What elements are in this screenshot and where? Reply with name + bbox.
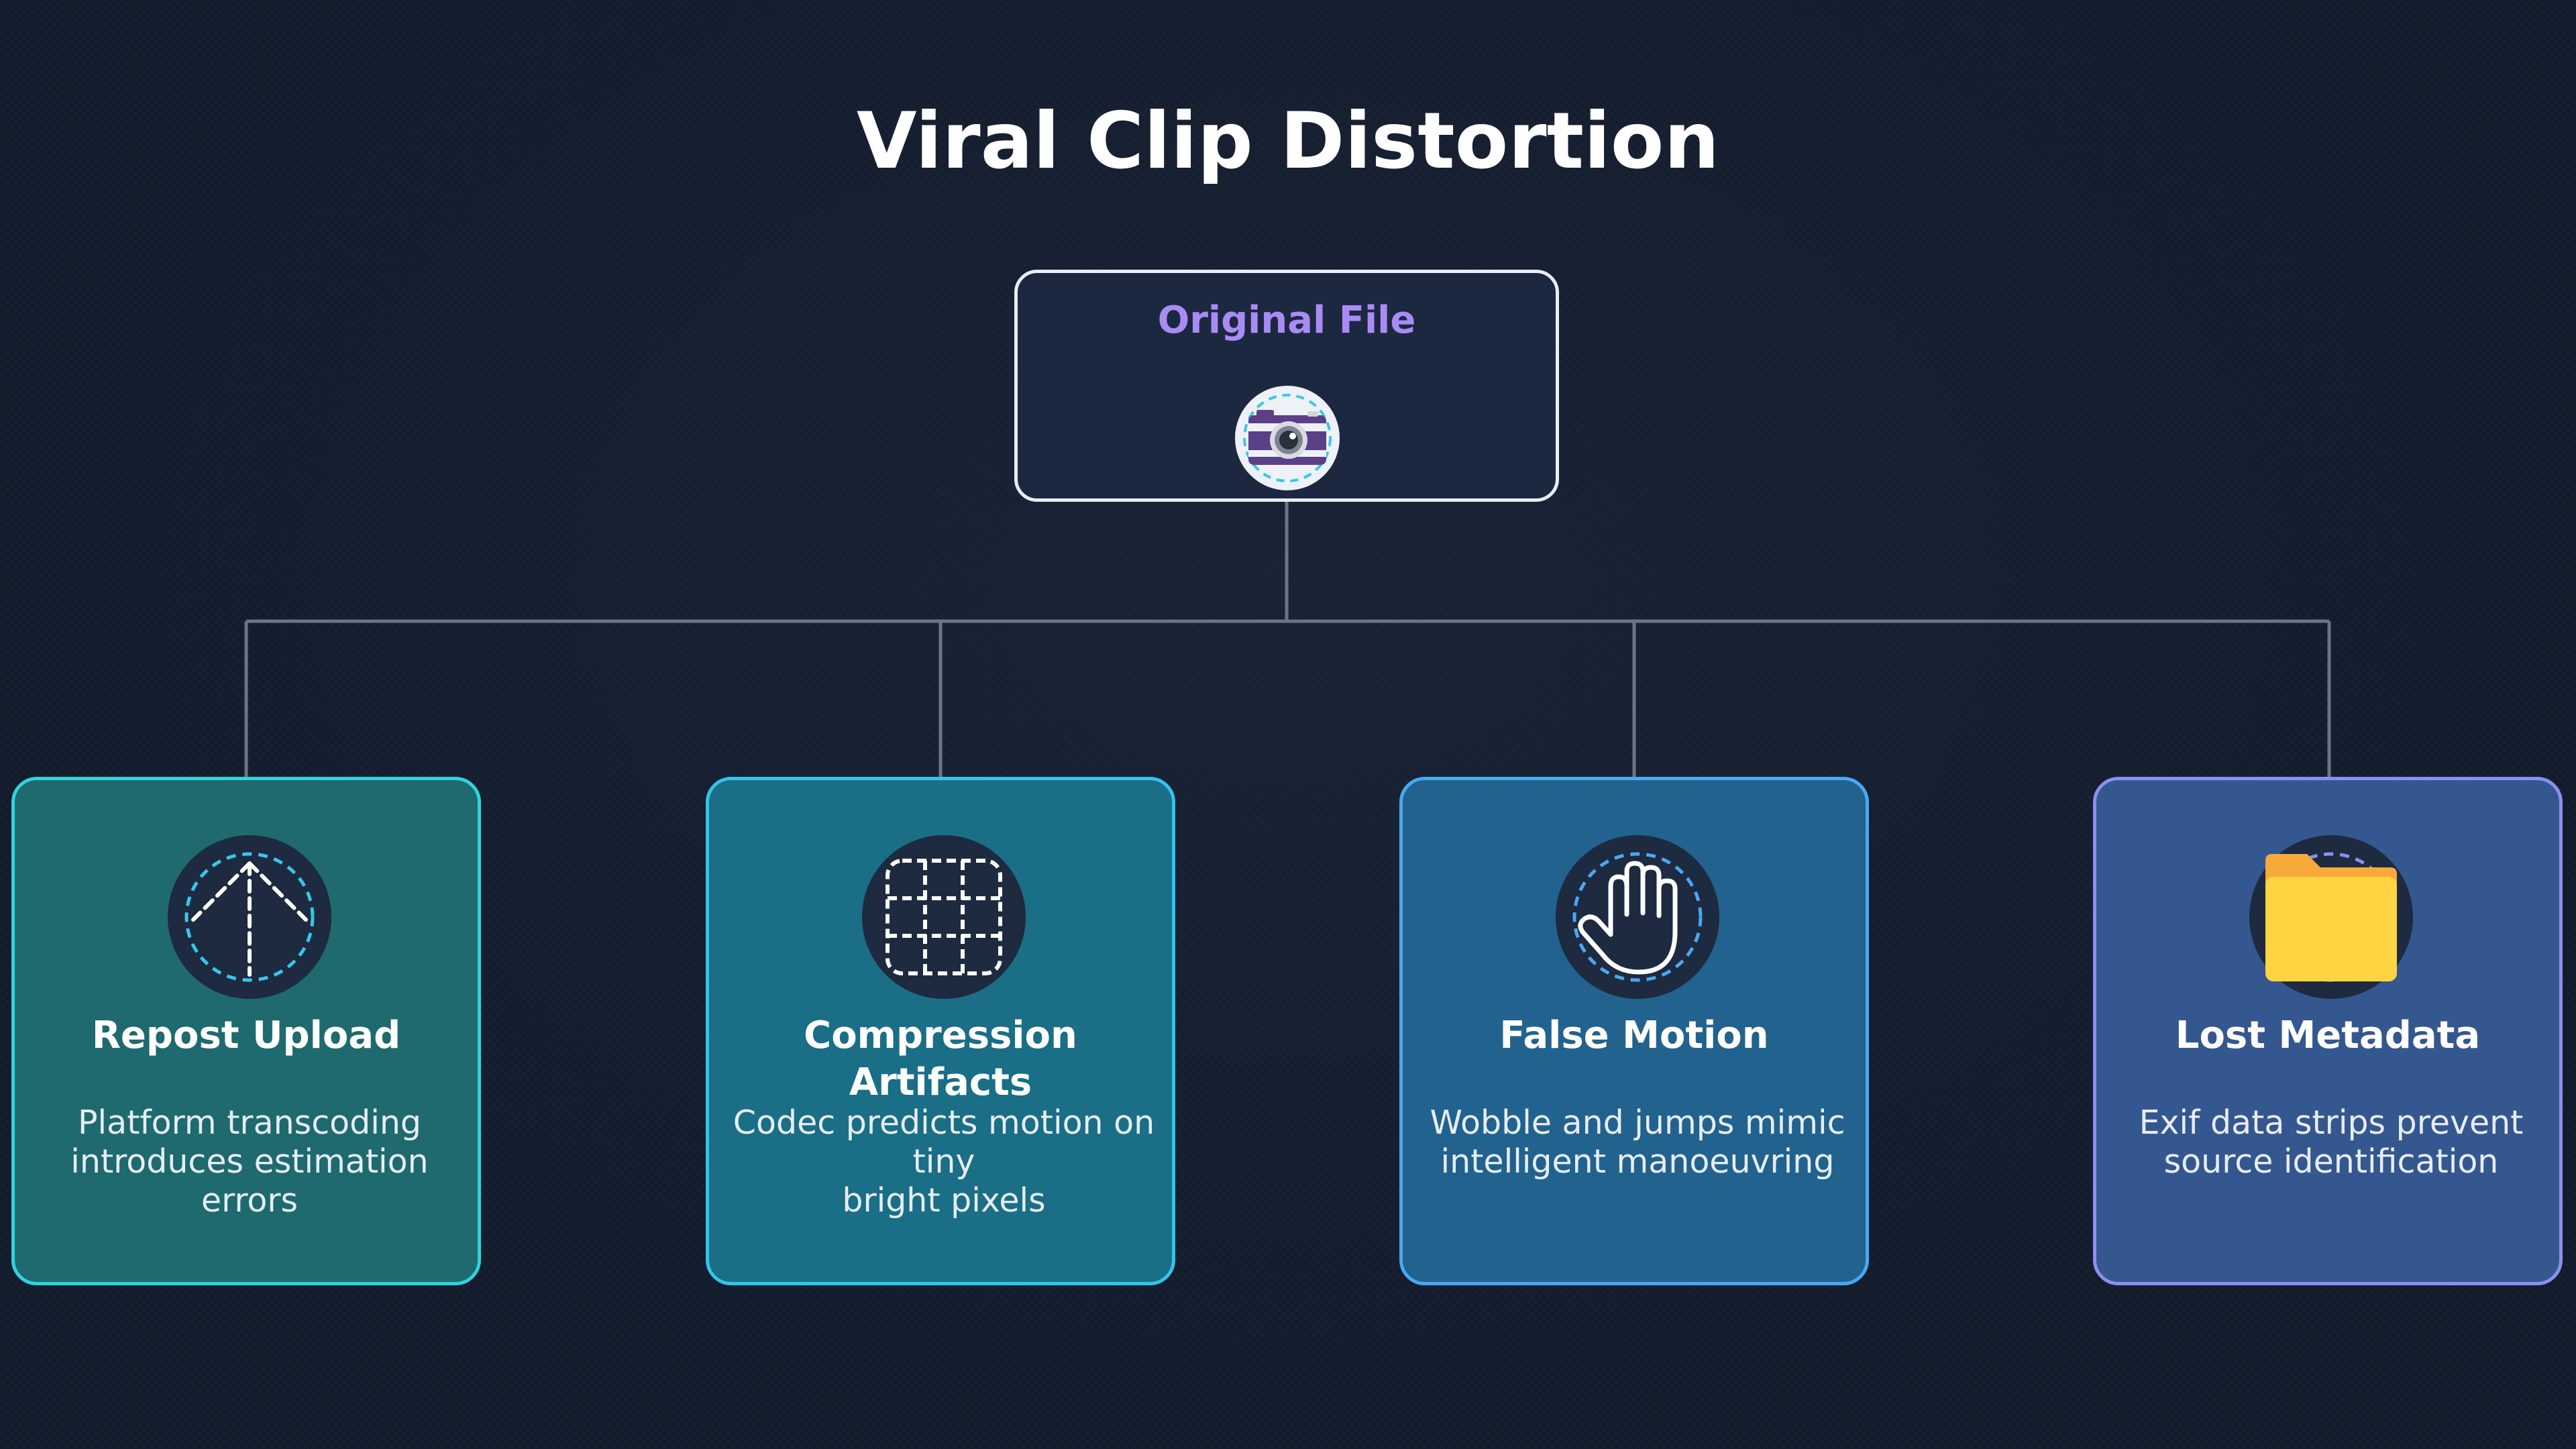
child-node-lost-metadata: Lost Metadata Exif data strips prevent s… [2093, 777, 2563, 1285]
child-node-title: Compression Artifacts [804, 1014, 1077, 1104]
child-node-title: Lost Metadata [2175, 1014, 2481, 1057]
description-line: intelligent manoeuvring [1440, 1142, 1835, 1181]
description-line: source identification [2163, 1142, 2499, 1181]
child-node-title: Repost Upload [91, 1014, 401, 1057]
folder-icon [2249, 835, 2413, 999]
child-node-description: Exif data strips prevent source identifi… [2103, 1104, 2559, 1181]
hand-icon [1556, 835, 1719, 999]
diagram-title: Viral Clip Distortion [856, 96, 1720, 186]
child-node-repost-upload: Repost Upload Platform transcoding intro… [11, 777, 481, 1285]
child-node-description: Wobble and jumps mimic intelligent manoe… [1409, 1104, 1866, 1181]
camera-icon [1235, 386, 1340, 490]
root-node-original-file: Original File [1014, 270, 1559, 502]
child-node-description: Platform transcoding introduces estimati… [21, 1104, 478, 1220]
description-line: Wobble and jumps mimic [1430, 1104, 1845, 1142]
grid-icon [862, 835, 1026, 999]
child-node-title: False Motion [1499, 1014, 1769, 1057]
child-node-false-motion: False Motion Wobble and jumps mimic inte… [1399, 777, 1869, 1285]
description-line: bright pixels [842, 1181, 1046, 1220]
child-node-compression-artifacts: Compression Artifacts Codec predicts mot… [706, 777, 1175, 1285]
child-node-description: Codec predicts motion on tiny bright pix… [716, 1104, 1172, 1220]
description-line: Platform transcoding [78, 1104, 421, 1142]
root-node-label: Original File [1157, 299, 1416, 342]
description-line: Exif data strips prevent [2139, 1104, 2524, 1142]
description-line: Codec predicts motion on tiny [733, 1104, 1155, 1181]
upload-arrow-icon [168, 835, 331, 999]
description-line: introduces estimation errors [70, 1142, 429, 1220]
